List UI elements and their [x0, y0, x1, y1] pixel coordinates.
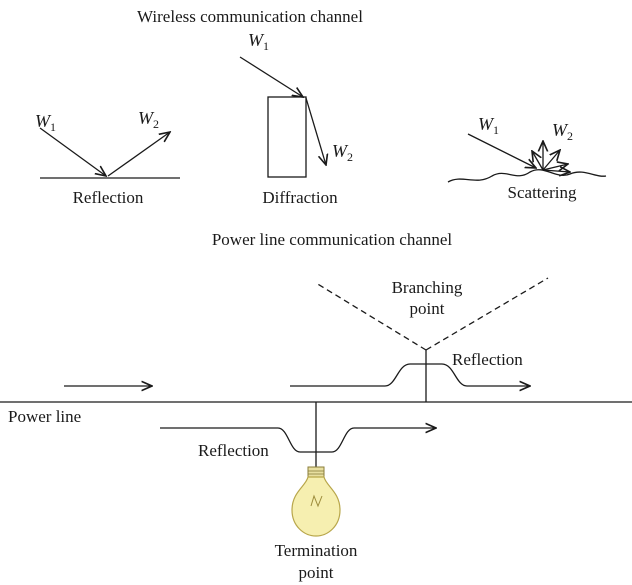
reflection-reflected-arrow: [107, 132, 170, 177]
scattering-label: Scattering: [508, 183, 577, 202]
diffraction-obstacle: [267, 96, 307, 178]
reflection-w2: W2: [138, 108, 159, 131]
reflection-left-label: Reflection: [198, 441, 269, 460]
lightbulb-icon: [291, 466, 341, 537]
branch-line-right: [425, 277, 549, 351]
scattering-ray-upleft: [532, 151, 544, 171]
plc-title: Power line communication channel: [212, 230, 453, 249]
diffraction-w1: W1: [248, 30, 269, 53]
diffraction-diffracted-arrow: [305, 97, 326, 165]
diffraction-incident-arrow: [239, 56, 303, 97]
scattering-rough-surface: [447, 169, 607, 183]
diffraction-illustration: W1 W2 Diffraction: [239, 30, 353, 207]
scattering-ray-upright: [542, 150, 560, 171]
branch-line-left: [315, 282, 427, 351]
scattering-illustration: W1 W2 Scattering: [447, 114, 607, 202]
scattering-ray-right: [542, 164, 568, 170]
scattering-w1: W1: [478, 114, 499, 137]
branching-label-line1: Branching: [392, 278, 463, 297]
reflection-right-label: Reflection: [452, 350, 523, 369]
diffraction-label: Diffraction: [262, 188, 338, 207]
branching-label-line2: point: [410, 299, 445, 318]
wireless-title: Wireless communication channel: [137, 7, 363, 26]
scattering-ray-flat: [542, 170, 570, 172]
diffraction-w2: W2: [332, 141, 353, 164]
power-line-label: Power line: [8, 407, 81, 426]
branch-signal-path: [290, 363, 530, 386]
reflection-illustration: W1 W2 Reflection: [35, 108, 180, 207]
reflection-w1: W1: [35, 111, 56, 134]
termination-label-line2: point: [299, 563, 334, 582]
reflection-label: Reflection: [73, 188, 144, 207]
reflection-incident-arrow: [39, 127, 106, 176]
scattering-w2: W2: [552, 120, 573, 143]
termination-label-line1: Termination: [275, 541, 358, 560]
termination-signal-path: [160, 428, 436, 453]
scattering-incident-arrow: [467, 133, 536, 168]
